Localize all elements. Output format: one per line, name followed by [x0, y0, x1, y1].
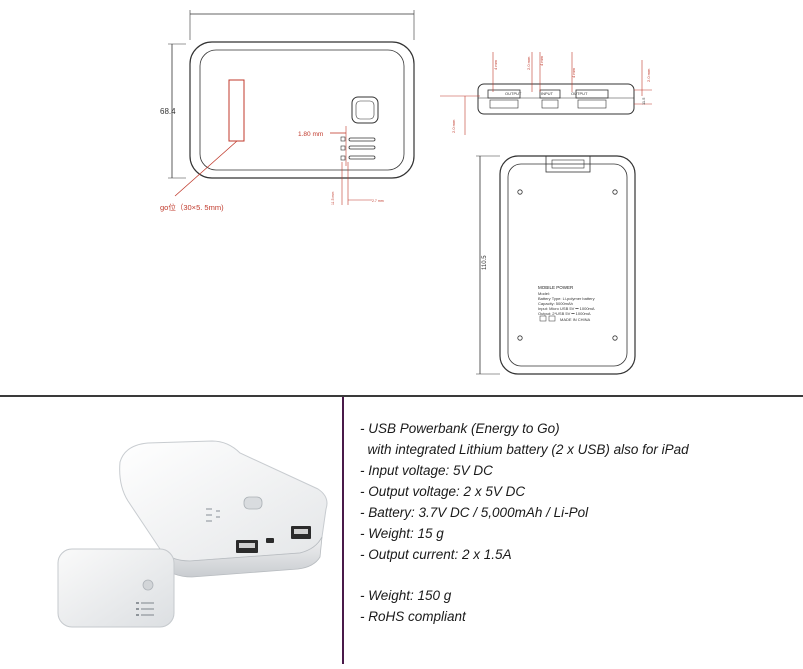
spec-spacer	[360, 565, 800, 585]
horizontal-divider	[0, 395, 803, 397]
spec-line: - Weight: 15 g	[360, 526, 444, 541]
drawing-svg: 68.4 1.80 mm 11.5 mm 2.7 mm go位（30×5. 5m…	[160, 10, 652, 375]
front-bottom-label-1: 11.5 mm	[331, 192, 335, 205]
side-view	[440, 52, 652, 135]
front-spacing-label: 1.80 mm	[298, 131, 323, 138]
spec-line: - Output current: 2 x 1.5A	[360, 547, 512, 562]
back-label-line-5: Input: Micro USB 5V ⎓ 1000mA	[538, 306, 595, 311]
back-height-label: 110.5	[482, 255, 488, 270]
powerbank-large	[119, 440, 328, 578]
front-bottom-label-2: 2.7 mm	[372, 199, 384, 203]
back-label-line-6: Output: 2*USB 5V ⎓ 1000mA	[538, 311, 591, 316]
spec-line: with integrated Lithium battery (2 x USB…	[360, 442, 689, 457]
front-height-label: 68.4	[160, 107, 176, 116]
side-dim-5: 2.0 mm	[646, 68, 651, 82]
back-label-line-1: MOBILE POWER	[538, 285, 574, 290]
side-dim-2: 2.0 mm	[526, 56, 531, 70]
back-label-line-3: Battery Type: Li-polymer battery	[538, 296, 595, 301]
vertical-divider	[342, 397, 344, 664]
side-dim-1: 4 mm	[493, 59, 498, 70]
spec-list: - USB Powerbank (Energy to Go) with inte…	[360, 418, 800, 627]
spec-line: - Battery: 3.7V DC / 5,000mAh / Li-Pol	[360, 505, 589, 520]
product-photo	[0, 397, 342, 664]
back-label-line-2: Model:	[538, 291, 550, 296]
powerbank-illustration	[57, 440, 328, 628]
back-label-line-4: Capacity: 5000mAh	[538, 301, 573, 306]
powerbank-small	[57, 548, 175, 628]
spec-line: - Output voltage: 2 x 5V DC	[360, 484, 526, 499]
spec-line: - Weight: 150 g	[360, 588, 452, 603]
front-view	[168, 10, 415, 205]
side-port-label-2: INPUT	[541, 91, 554, 96]
side-dim-7: 11.5	[641, 97, 646, 105]
side-dim-3: 4 mm	[539, 55, 544, 66]
spec-line: - Input voltage: 5V DC	[360, 463, 493, 478]
back-made-in: MADE IN CHINA	[560, 317, 591, 322]
side-port-label-3: OUTPUT	[571, 91, 588, 96]
side-dim-4: 4 mm	[571, 67, 576, 78]
back-view	[476, 155, 636, 375]
technical-drawings: 68.4 1.80 mm 11.5 mm 2.7 mm go位（30×5. 5m…	[160, 10, 652, 375]
logo-callout-label: go位（30×5. 5mm)	[160, 202, 224, 212]
spec-line: - USB Powerbank (Energy to Go)	[360, 421, 560, 436]
spec-line: - RoHS compliant	[360, 609, 466, 624]
side-dim-6: 2.0 mm	[451, 119, 456, 133]
side-port-label-1: OUTPUT	[505, 91, 522, 96]
